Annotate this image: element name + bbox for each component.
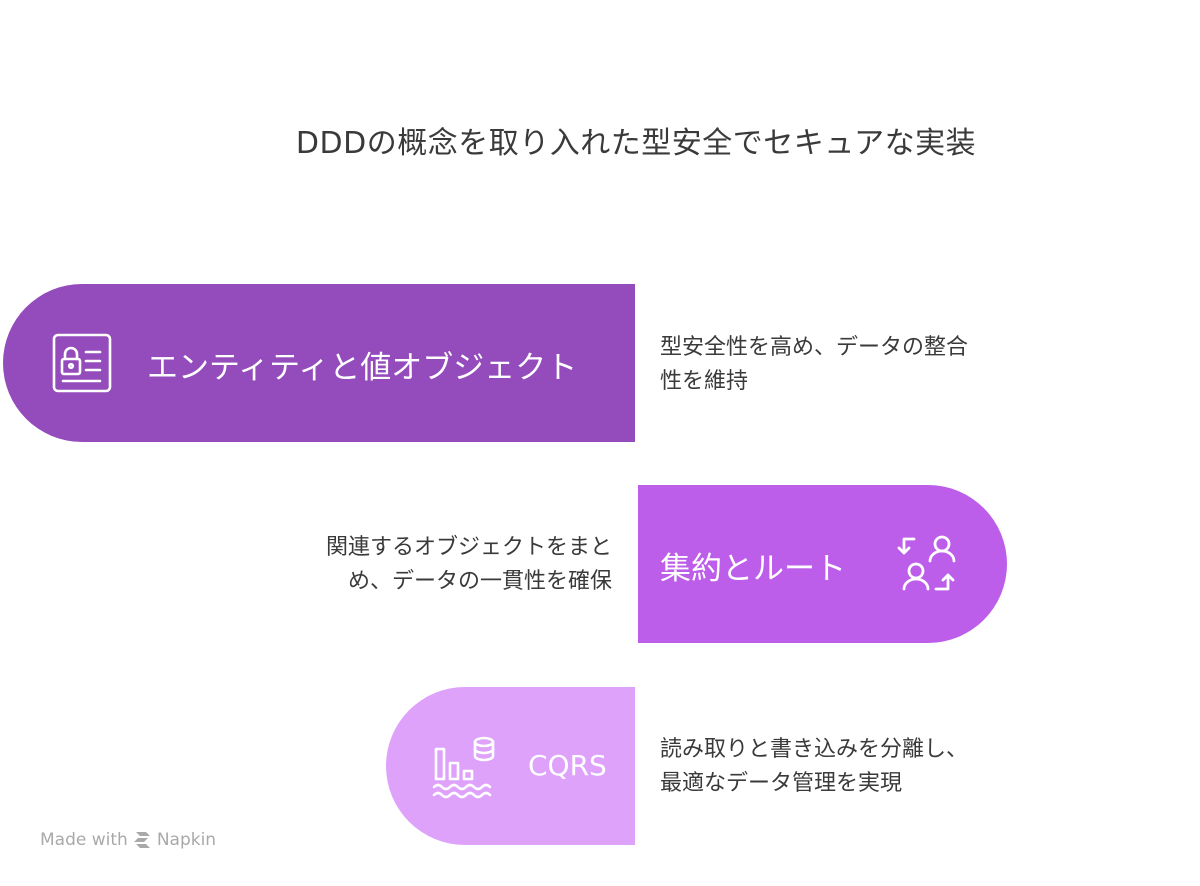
database-bar-chart-icon [432,736,495,799]
description-line: め、データの一貫性を確保 [347,569,612,594]
step-bar-aggregate-root: 集約とルート [638,485,1007,643]
lock-id-card-icon [52,333,112,393]
step-description: 読み取りと書き込みを分離し、 最適なデータ管理を実現 [660,733,1040,801]
step-label: 集約とルート [660,551,846,587]
step-bar-entity-value-object: エンティティと値オブジェクト [3,284,635,442]
description-line: 型安全性を高め、データの整合 [660,335,969,360]
napkin-logo-icon [133,832,150,848]
made-with-napkin-footer: Made with Napkin [40,828,216,852]
step-label: CQRS [528,749,607,782]
diagram-title: DDDの概念を取り入れた型安全でセキュアな実装 [295,126,977,161]
napkin-brand-text: Napkin [156,830,217,850]
description-line: 読み取りと書き込みを分離し、 [660,737,969,762]
description-line: 関連するオブジェクトをまと [325,535,612,560]
step-description: 型安全性を高め、データの整合 性を維持 [660,331,1040,399]
description-line: 性を維持 [660,369,749,394]
description-line: 最適なデータ管理を実現 [660,771,903,796]
step-label: エンティティと値オブジェクト [147,350,578,386]
user-swap-icon [897,535,956,591]
step-bar-cqrs: CQRS [386,687,635,845]
step-description: 関連するオブジェクトをまと め、データの一貫性を確保 [250,531,612,599]
made-with-text: Made with [40,830,128,850]
